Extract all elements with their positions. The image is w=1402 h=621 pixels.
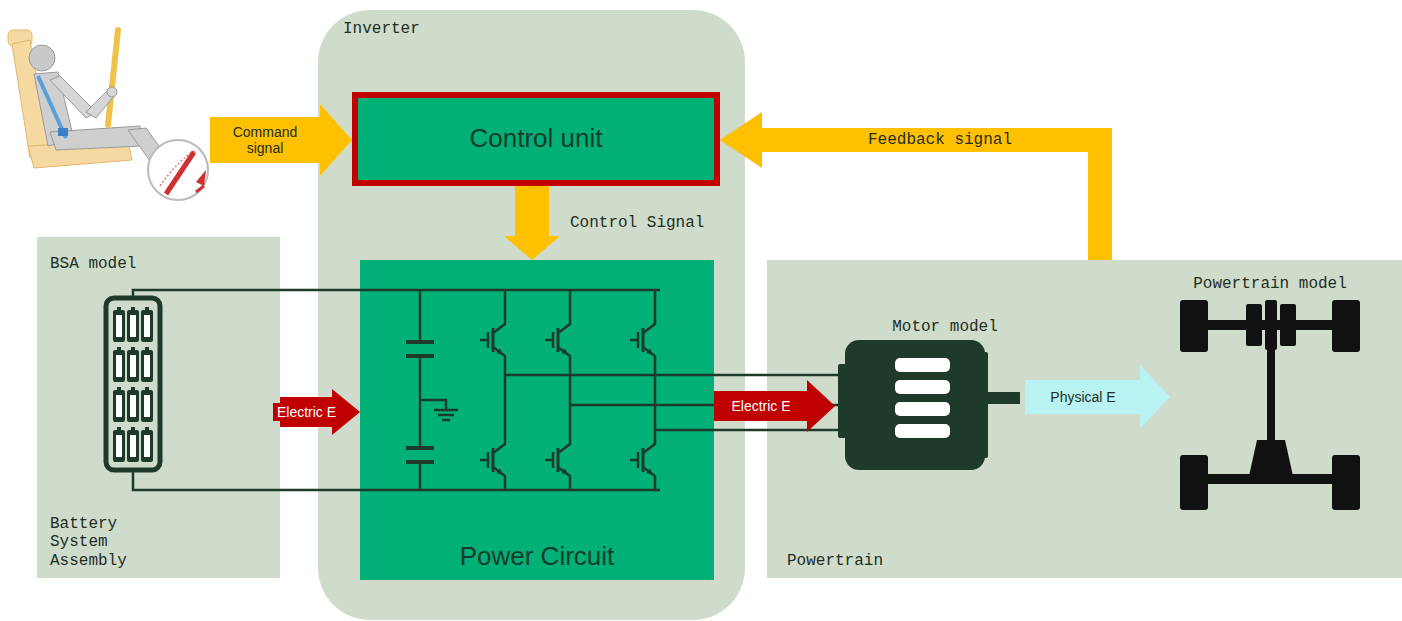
inverter-circuit-part bbox=[545, 434, 570, 486]
node-text: Power Circuit bbox=[460, 542, 615, 572]
node-text: Battery System Assembly bbox=[50, 515, 145, 570]
battery-pack-icon-part bbox=[106, 298, 160, 470]
label-holder: Command signal bbox=[218, 124, 312, 156]
motor-icon-part bbox=[895, 380, 950, 394]
battery-pack-icon-part bbox=[127, 307, 139, 342]
control-unit-box: Control unit bbox=[352, 92, 720, 186]
driver-illustration-part bbox=[196, 186, 204, 192]
battery-pack-icon-part bbox=[141, 347, 153, 382]
driver-illustration-part bbox=[58, 128, 68, 136]
inverter-housing: InverterControl unitPower Circuit bbox=[318, 10, 745, 620]
battery-pack-icon-part bbox=[141, 387, 153, 422]
battery-pack-icon-part bbox=[127, 347, 139, 382]
inverter-circuit-part bbox=[406, 342, 434, 462]
command-arrow-part bbox=[210, 104, 352, 176]
edge-label: Control Signal bbox=[566, 213, 708, 233]
arrow-shaft bbox=[714, 391, 808, 421]
battery-pack-icon-part bbox=[141, 307, 153, 342]
node-text: Powertrain bbox=[787, 552, 883, 570]
battery-pack-icon-part bbox=[113, 387, 125, 422]
inverter-circuit-part bbox=[480, 434, 505, 486]
block-arrow bbox=[714, 380, 835, 432]
chassis-icon-part bbox=[1265, 300, 1277, 350]
driver-illustration-part bbox=[107, 87, 117, 97]
inverter-circuit-part bbox=[545, 314, 570, 366]
motor-icon-part bbox=[895, 402, 950, 416]
block-arrow bbox=[504, 186, 560, 260]
arrow-head bbox=[504, 236, 560, 260]
inverter-circuit-part bbox=[505, 375, 840, 430]
motor-icon-part bbox=[895, 424, 950, 438]
inverter-circuit-part bbox=[420, 400, 458, 420]
arrow-shaft bbox=[761, 140, 1100, 260]
node-text: Motor model bbox=[892, 318, 998, 336]
block-arrow bbox=[720, 112, 1100, 260]
node-text: Inverter bbox=[343, 20, 420, 38]
inverter-circuit bbox=[133, 290, 840, 490]
signal-label: Command signal bbox=[218, 124, 312, 156]
chassis-icon-part bbox=[1249, 440, 1293, 476]
arrow-head bbox=[1140, 365, 1170, 429]
driver-illustration-part bbox=[166, 152, 194, 194]
power-circuit-box: Power Circuit bbox=[360, 260, 714, 580]
driver-illustration-part bbox=[108, 30, 118, 125]
edge-label: Physical E bbox=[1046, 388, 1119, 406]
edge-label-holder: Physical E bbox=[1046, 388, 1119, 406]
chassis-icon-part bbox=[1332, 300, 1360, 352]
battery-pack-icon-part bbox=[113, 347, 125, 382]
motor-icon-part bbox=[978, 352, 988, 458]
inverter-circuit-part bbox=[133, 290, 660, 490]
battery-pack-icon-part bbox=[113, 427, 125, 462]
edge-label-holder: Electric E bbox=[273, 403, 340, 421]
motor-icon bbox=[838, 340, 1020, 470]
arrow-shaft bbox=[515, 186, 549, 237]
command-arrow bbox=[210, 104, 352, 176]
chassis-icon-part bbox=[1280, 304, 1296, 346]
edge-label: Feedback signal bbox=[864, 130, 1016, 150]
arrow-head bbox=[807, 380, 835, 432]
chassis-icon-part bbox=[1180, 455, 1208, 510]
battery-pack-icon bbox=[106, 298, 160, 470]
battery-pack-icon-part bbox=[127, 387, 139, 422]
battery-pack-icon-part bbox=[141, 427, 153, 462]
node-text: Control unit bbox=[470, 124, 603, 154]
motor-icon-part bbox=[985, 392, 1020, 404]
edge-label: Electric E bbox=[727, 397, 794, 415]
chassis-icon-part bbox=[1267, 350, 1275, 440]
node-text: Powertrain model bbox=[1193, 275, 1347, 293]
motor-icon-part bbox=[845, 340, 985, 470]
battery-pack-icon-part bbox=[127, 427, 139, 462]
inverter-circuit-part bbox=[480, 314, 505, 366]
driver-illustration-part bbox=[196, 170, 206, 186]
battery-pack-icon-part bbox=[113, 307, 125, 342]
driver-illustration bbox=[8, 30, 208, 200]
chassis-icon-part bbox=[1180, 300, 1208, 352]
edge-label-holder: Control Signal bbox=[566, 213, 708, 233]
edge-label: Electric E bbox=[273, 403, 340, 421]
chassis-icon bbox=[1180, 300, 1360, 510]
inverter-circuit-part bbox=[630, 314, 655, 366]
chassis-icon-part bbox=[1332, 455, 1360, 510]
chassis-icon-part bbox=[1208, 474, 1332, 484]
edge-label-holder: Electric E bbox=[727, 397, 794, 415]
motor-icon-part bbox=[895, 358, 950, 372]
inverter-circuit-part bbox=[630, 434, 655, 486]
arrow-shaft bbox=[1025, 380, 1141, 414]
node-text: BSA model bbox=[50, 255, 136, 273]
arrow-head bbox=[720, 112, 762, 168]
driver-illustration-part bbox=[148, 140, 208, 200]
edge-label-holder: Feedback signal bbox=[864, 130, 1016, 150]
driver-illustration-part bbox=[29, 45, 55, 71]
block-arrow bbox=[1025, 365, 1170, 429]
chassis-icon-part bbox=[1246, 304, 1262, 346]
